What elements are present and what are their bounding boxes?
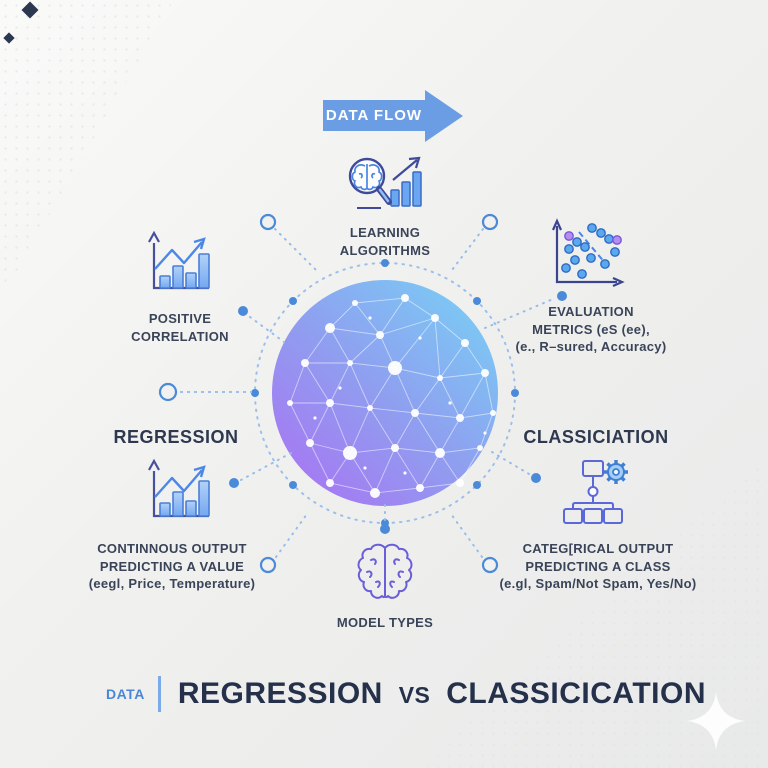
learning-algorithms-label: LEARNING ALGORITHMS [310,224,460,259]
brain-magnifier-bar-chart-icon [348,156,422,209]
regression-description: CONTINNOUS OUTPUT PREDICTING A VALUE (ee… [62,540,282,593]
model-types-label: MODEL TYPES [310,614,460,632]
regression-heading: REGRESSION [113,427,239,447]
label-line: CORRELATION [131,328,229,344]
label-line: METRICS (eS (ee), [532,321,650,337]
label-line: MODEL TYPES [336,615,434,630]
label-line: (e.gl, Spam/Not Spam, Yes/No) [499,576,697,592]
data-flow-arrow-icon [425,90,463,142]
label-line: (eegl, Price, Temperature) [88,576,256,592]
label-line: (e., R–sured, Accuracy) [515,339,667,355]
title-regression: REGRESSION [177,677,383,710]
classification-heading: CLASSICIATION [523,427,669,447]
footer-divider [157,676,161,712]
label-line: ALGORITHMS [339,242,431,258]
network-sphere-icon [251,259,519,527]
brain-icon [357,543,413,599]
data-flow-banner: DATA FLOW [323,100,425,131]
rising-bar-chart-icon [148,458,210,518]
classification-description: CATEG[RICAL OUTPUT PREDICTING A CLASS (e… [478,540,718,593]
positive-correlation-label: POSITIVE CORRELATION [105,310,255,345]
label-line: PREDICTING A VALUE [99,558,245,574]
label-line: CATEG[RICAL OUTPUT [522,541,674,556]
footer: DATA REGRESSION VS CLASSICICATION [106,672,706,716]
scatter-plot-icon [551,218,625,288]
title-classification: CLASSICICATION [446,677,707,710]
label-line: LEARNING [349,225,421,240]
footer-tag: DATA [106,686,145,702]
evaluation-metrics-label: EVALUATION METRICS (eS (ee), (e., R–sure… [491,303,691,356]
title-vs: VS [398,682,431,708]
label-line: EVALUATION [548,304,634,319]
flowchart-gear-icon [563,460,628,524]
label-line: PREDICTING A CLASS [525,558,671,574]
sparkle-star-icon [687,692,745,750]
rising-bar-chart-icon [148,230,210,290]
label-line: CONTINNOUS OUTPUT [97,541,247,556]
data-flow-label: DATA FLOW [325,107,423,124]
label-line: POSITIVE [148,311,212,326]
page-title: REGRESSION VS CLASSICICATION [178,677,706,711]
